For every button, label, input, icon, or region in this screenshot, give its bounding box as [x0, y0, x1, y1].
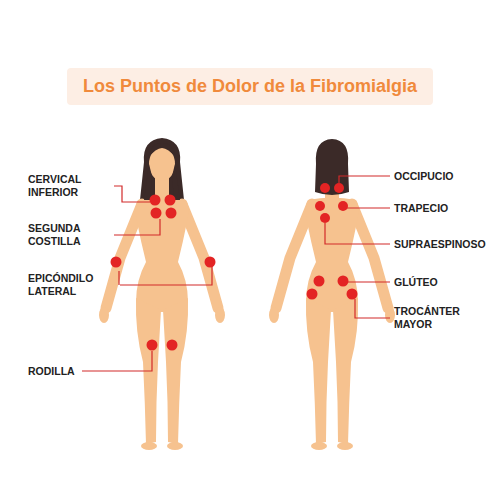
- point-label: SEGUNDA COSTILLA: [28, 222, 112, 248]
- point-label: TROCÁNTER MAYOR: [394, 305, 472, 331]
- point-label: CERVICAL INFERIOR: [28, 173, 112, 199]
- point-label: OCCIPUCIO: [394, 170, 494, 183]
- point-label: GLÚTEO: [394, 276, 494, 289]
- point-label: EPICÓNDILO LATERAL: [28, 272, 118, 298]
- title: Los Puntos de Dolor de la Fibromialgia: [83, 76, 417, 96]
- point-label: SUPRAESPINOSO: [394, 238, 494, 251]
- title-banner: Los Puntos de Dolor de la Fibromialgia: [67, 68, 433, 105]
- point-label: RODILLA: [28, 365, 118, 378]
- point-label: TRAPECIO: [394, 202, 494, 215]
